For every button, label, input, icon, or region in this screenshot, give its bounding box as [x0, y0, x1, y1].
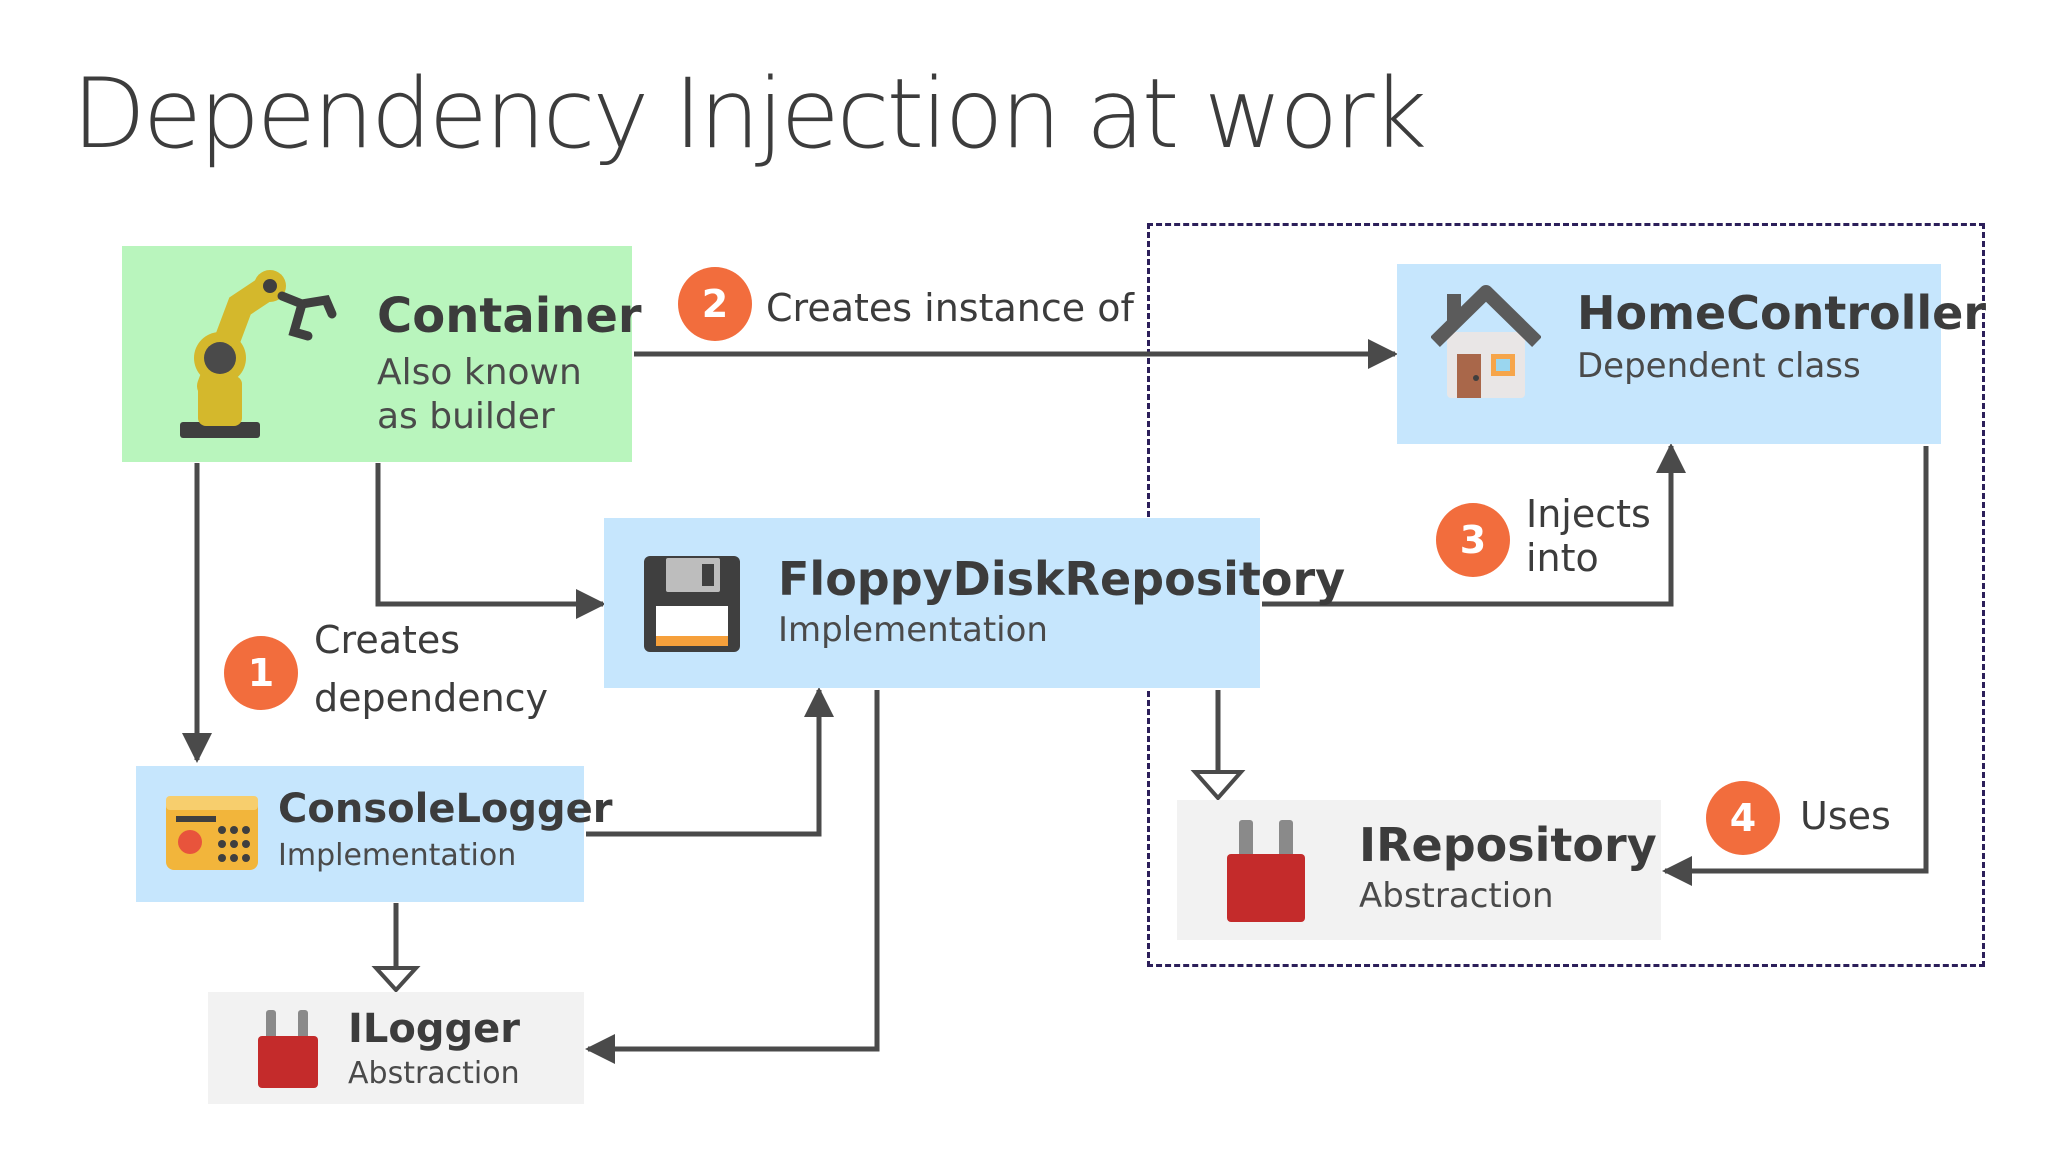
arrow-container-to-floppy: [375, 463, 606, 619]
container-title: Container: [377, 288, 642, 344]
ilogger-title: ILogger: [348, 1006, 520, 1052]
step-badge-4: 4: [1706, 781, 1780, 855]
floppy-disk-icon: [644, 556, 740, 652]
arrow-floppy-to-ilogger: [585, 690, 880, 1064]
radio-icon: [166, 796, 258, 870]
container-node: Container Also known as builder: [122, 246, 642, 462]
plug-icon: [258, 1010, 318, 1088]
step-3-label-line2: into: [1526, 536, 1599, 580]
slide-title: Dependency Injection at work: [72, 58, 1427, 170]
floppy-repository-node: FloppyDiskRepository Implementation: [604, 518, 1345, 688]
ilogger-node: ILogger Abstraction: [208, 992, 584, 1104]
step-2-label: Creates instance of: [766, 286, 1134, 330]
homecontroller-node: HomeController Dependent class: [1397, 264, 1986, 444]
step-1-label-line2: dependency: [314, 676, 549, 720]
step-4-label: Uses: [1800, 794, 1891, 838]
step-badge-3: 3: [1436, 503, 1510, 577]
step-1-label-line1: Creates: [314, 618, 461, 662]
consolelogger-node: ConsoleLogger Implementation: [136, 766, 613, 902]
floppy-repository-title: FloppyDiskRepository: [778, 552, 1346, 606]
hollow-arrowhead-irepository: [1190, 770, 1246, 802]
container-subtitle-line2: as builder: [377, 396, 555, 437]
container-subtitle-line1: Also known: [377, 352, 582, 393]
homecontroller-subtitle: Dependent class: [1577, 346, 1861, 386]
homecontroller-title: HomeController: [1577, 286, 1987, 340]
arrow-consolelogger-to-floppy: [586, 687, 834, 837]
irepository-title: IRepository: [1359, 818, 1657, 872]
ilogger-subtitle: Abstraction: [348, 1056, 520, 1091]
robot-arm-icon: [180, 270, 337, 438]
house-icon: [1431, 285, 1541, 398]
consolelogger-title: ConsoleLogger: [278, 786, 613, 832]
step-badge-1: 1: [224, 636, 298, 710]
arrow-floppy-to-homecontroller: [1262, 443, 1686, 607]
step-badge-2: 2: [678, 267, 752, 341]
irepository-node: IRepository Abstraction: [1177, 800, 1661, 940]
consolelogger-subtitle: Implementation: [278, 838, 517, 873]
floppy-repository-subtitle: Implementation: [778, 610, 1048, 650]
plug-icon: [1227, 820, 1305, 922]
hollow-arrowhead-ilogger: [371, 966, 421, 993]
irepository-subtitle: Abstraction: [1359, 876, 1554, 916]
step-3-label-line1: Injects: [1526, 492, 1651, 536]
arrow-homecontroller-to-irepository: [1662, 446, 1929, 886]
